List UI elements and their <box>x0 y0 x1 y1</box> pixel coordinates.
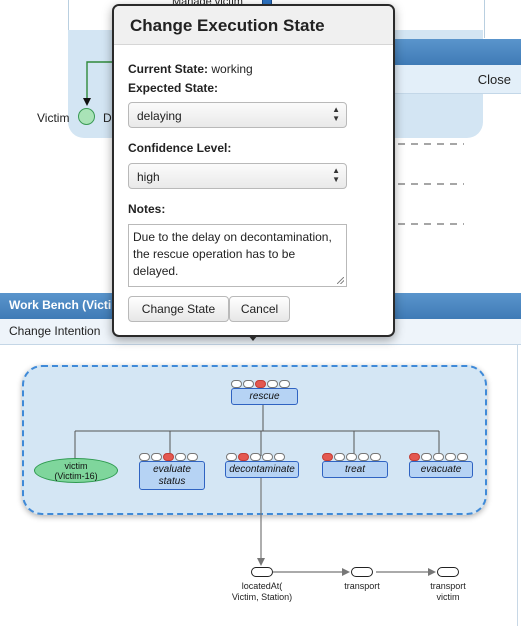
close-link[interactable]: Close <box>477 72 511 87</box>
confidence-level-value: high <box>137 170 160 184</box>
dialog-pointer <box>248 335 258 341</box>
select-arrows-icon: ▲▼ <box>332 105 340 123</box>
current-state-row: Current State: working <box>128 62 253 76</box>
state-dot-active <box>409 453 420 461</box>
notes-text: Due to the delay on decontamination, the… <box>133 230 332 278</box>
expected-state-label: Expected State: <box>128 81 219 95</box>
state-dot <box>262 453 273 461</box>
state-dot <box>370 453 381 461</box>
change-state-button[interactable]: Change State <box>128 296 229 322</box>
state-dot-active <box>255 380 266 388</box>
state-dot <box>346 453 357 461</box>
evaluate-status-node[interactable]: evaluate status <box>139 461 205 490</box>
victim-16-node[interactable]: victim (Victim-16) <box>34 458 118 483</box>
state-dot <box>433 453 444 461</box>
upper-connectors <box>83 61 464 225</box>
state-dot <box>139 453 150 461</box>
state-dot <box>226 453 237 461</box>
state-dot-active <box>238 453 249 461</box>
confidence-level-label: Confidence Level: <box>128 141 232 155</box>
state-dot-active <box>322 453 333 461</box>
state-dot <box>243 380 254 388</box>
state-dot <box>334 453 345 461</box>
notes-textarea[interactable]: Due to the delay on decontamination, the… <box>128 224 347 287</box>
evaluate-status-state-indicator <box>139 453 199 461</box>
evaluate-status-label: evaluate status <box>153 464 191 487</box>
notes-label: Notes: <box>128 202 166 216</box>
dialog-header <box>114 6 393 45</box>
decontaminate-label: decontaminate <box>229 464 295 475</box>
expected-state-value: delaying <box>137 109 182 123</box>
rescue-label: rescue <box>249 391 280 402</box>
located-at-node[interactable] <box>251 567 273 577</box>
state-dot <box>274 453 285 461</box>
expected-state-select[interactable]: delaying ▲▼ <box>128 102 347 128</box>
state-dot <box>187 453 198 461</box>
treat-state-indicator <box>322 453 382 461</box>
state-dot <box>151 453 162 461</box>
victim-node[interactable] <box>78 108 95 125</box>
confidence-level-select[interactable]: high ▲▼ <box>128 163 347 189</box>
resize-handle-icon[interactable] <box>337 277 344 284</box>
transport-victim-label: transport victim <box>430 581 466 602</box>
decontaminate-state-indicator <box>226 453 286 461</box>
transport-victim-node[interactable] <box>437 567 459 577</box>
state-dot <box>175 453 186 461</box>
state-dot <box>358 453 369 461</box>
evacuate-label: evacuate <box>420 464 462 475</box>
evacuate-node[interactable]: evacuate <box>409 461 473 478</box>
current-state-value: working <box>211 62 253 76</box>
state-dot <box>231 380 242 388</box>
state-dot <box>267 380 278 388</box>
change-execution-state-dialog: Change Execution State Current State: wo… <box>112 4 395 337</box>
select-arrows-icon: ▲▼ <box>332 166 340 184</box>
transport-label: transport <box>344 581 380 591</box>
treat-label: treat <box>344 464 365 475</box>
state-dot <box>421 453 432 461</box>
rescue-state-indicator <box>231 380 291 388</box>
change-intention-tab[interactable]: Change Intention <box>9 324 101 338</box>
located-at-label: locatedAt( Victim, Station) <box>231 581 293 602</box>
state-dot <box>457 453 468 461</box>
workbench-title: Work Bench (Victi <box>9 298 112 312</box>
treat-node[interactable]: treat <box>322 461 388 478</box>
state-dot <box>250 453 261 461</box>
node-label-partial: D <box>103 111 112 125</box>
state-dot-active <box>163 453 174 461</box>
decontaminate-node[interactable]: decontaminate <box>225 461 299 478</box>
rescue-node[interactable]: rescue <box>231 388 298 405</box>
state-dot <box>279 380 290 388</box>
victim-label: Victim <box>37 111 70 125</box>
cancel-button[interactable]: Cancel <box>229 296 290 322</box>
dialog-title: Change Execution State <box>130 16 325 35</box>
evacuate-state-indicator <box>409 453 469 461</box>
victim-16-label: victim (Victim-16) <box>54 461 98 481</box>
transport-node[interactable] <box>351 567 373 577</box>
current-state-label: Current State: <box>128 62 209 76</box>
right-divider <box>517 344 518 626</box>
state-dot <box>445 453 456 461</box>
